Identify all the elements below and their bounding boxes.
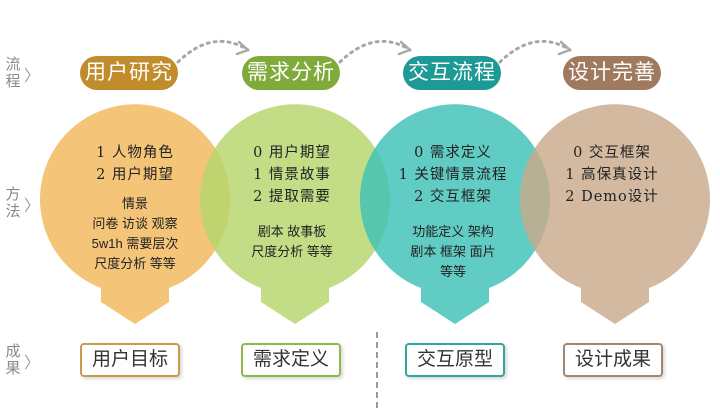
arrowhead-icon [235,40,250,56]
stage-1-technique-line: 5w1h 需要层次 [91,236,179,251]
row-label-result-char-1: 成 [5,343,21,360]
stage-1-technique-line: 情景 [121,196,148,211]
stage-title-interaction-flow: 交互流程 [403,56,501,90]
result-requirement-definition: 需求定义 [241,343,341,377]
stage-2-method-item: 0 用户期望 [253,145,331,161]
result-interaction-prototype: 交互原型 [405,343,505,377]
row-label-process-char-1: 流 [5,56,21,73]
connector-arrow-1 [176,39,250,64]
stage-3-methods: 0 需求定义 1 关键情景流程 2 交互框架 功能定义 架构 剧本 框架 面片 … [388,142,518,282]
chevron-right-icon: 〉 [24,353,41,372]
stage-2-technique-line: 剧本 故事板 [257,224,327,239]
stage-3-technique-line: 剧本 框架 面片 [410,244,496,259]
stage-1-methods: 1 人物角色 2 用户期望 情景 问卷 访谈 观察 5w1h 需要层次 尺度分析… [70,142,200,274]
stage-4-methods: 0 交互框架 1 高保真设计 2 Demo设计 [552,142,672,208]
row-label-method-char-2: 法 [5,203,21,220]
stage-3-method-item: 1 关键情景流程 [398,167,508,183]
stage-4-method-item: 0 交互框架 [573,145,651,161]
result-user-goals: 用户目标 [80,343,180,377]
chevron-right-icon: 〉 [24,66,41,85]
arrowhead-icon [557,40,572,56]
stage-3-circle [360,104,550,324]
stage-title-user-research: 用户研究 [80,56,178,90]
stage-1-method-item: 2 用户期望 [96,167,174,183]
row-label-result-char-2: 果 [5,360,21,377]
row-label-process: 流 程 [4,56,22,90]
stage-4-method-item: 2 Demo设计 [565,189,659,205]
stage-3-method-item: 0 需求定义 [414,145,492,161]
row-label-method: 方 法 [4,186,22,220]
result-divider [376,332,378,408]
stage-3-technique-line: 功能定义 架构 [412,224,494,239]
stage-1-circle [40,104,230,325]
chevron-right-icon: 〉 [24,196,41,215]
stage-1-technique-line: 尺度分析 等等 [94,256,176,271]
row-label-process-char-2: 程 [5,73,21,90]
arrowhead-icon [397,40,412,56]
connector-arrow-3 [498,39,572,64]
stage-1-method-item: 1 人物角色 [96,145,174,161]
stage-title-requirement-analysis: 需求分析 [242,56,340,90]
stage-title-design-refine: 设计完善 [563,56,661,90]
result-design-output: 设计成果 [563,343,663,377]
stage-2-circle [199,104,390,324]
row-label-result: 成 果 [4,343,22,377]
stage-2-technique-line: 尺度分析 等等 [251,244,333,259]
stage-1-technique-line: 问卷 访谈 观察 [92,216,178,231]
stage-2-methods: 0 用户期望 1 情景故事 2 提取需要 剧本 故事板 尺度分析 等等 [232,142,352,262]
stage-4-method-item: 1 高保真设计 [565,167,659,183]
stage-4-circle [520,104,711,324]
stage-3-method-item: 2 交互框架 [414,189,492,205]
stage-2-method-item: 1 情景故事 [253,167,331,183]
stage-3-technique-line: 等等 [439,264,466,279]
stage-2-method-item: 2 提取需要 [253,189,331,205]
connector-arrow-2 [338,39,412,64]
row-label-method-char-1: 方 [5,186,21,203]
